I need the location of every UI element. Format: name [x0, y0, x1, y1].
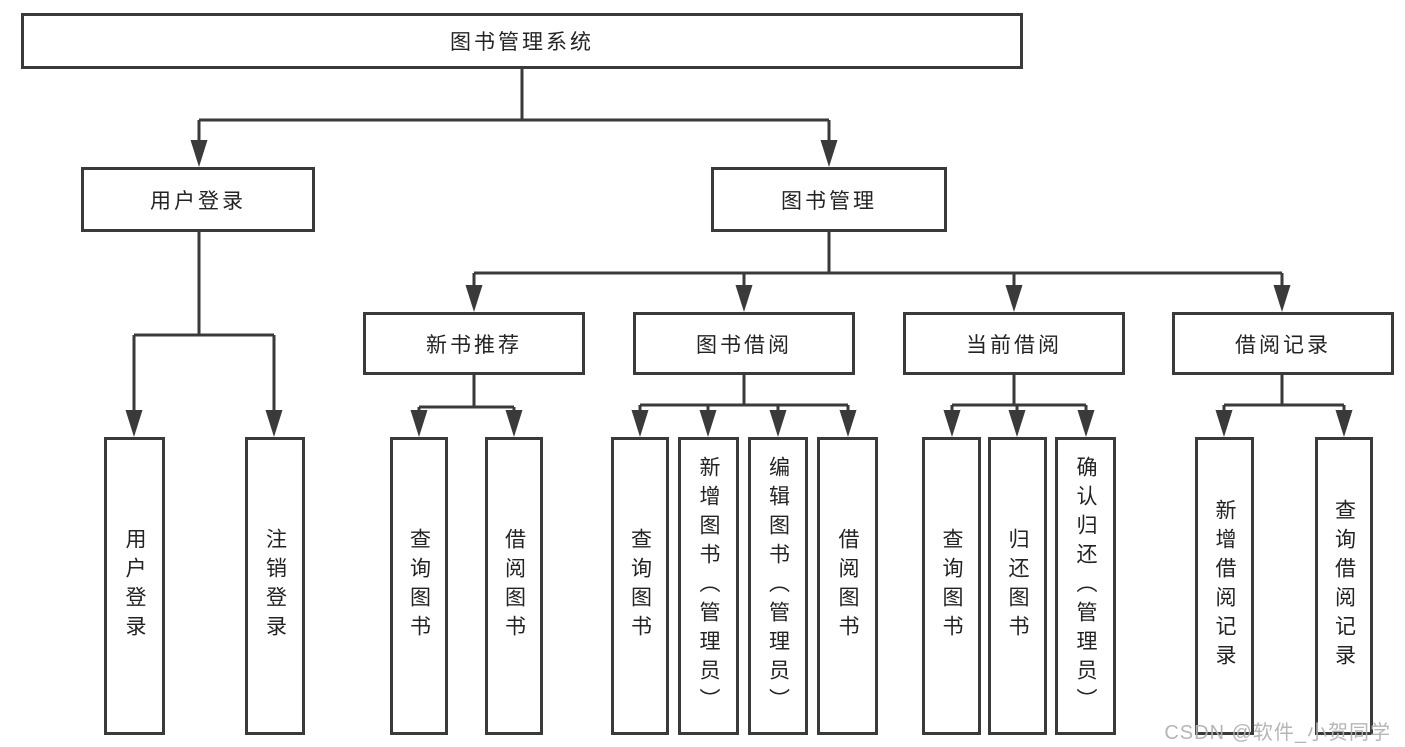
leaf-logout: 注销登录: [245, 437, 305, 735]
leaf-return-books: 归还图书: [988, 437, 1047, 735]
leaf-borrow-query-books: 查询图书: [611, 437, 669, 735]
node-current-borrow: 当前借阅: [903, 312, 1125, 375]
leaf-recommend-query-books-label: 查询图书: [407, 528, 431, 644]
connector-new-book-recommend-children: [410, 375, 523, 437]
node-book-management: 图书管理: [711, 167, 947, 232]
leaf-current-query-books-label: 查询图书: [940, 528, 963, 644]
leaf-add-borrow-record: 新增借阅记录: [1195, 437, 1254, 735]
leaf-return-books-label: 归还图书: [1006, 528, 1029, 644]
leaf-borrow-books-label: 借阅图书: [836, 528, 859, 644]
node-book-borrow: 图书借阅: [633, 312, 855, 375]
leaf-borrow-query-books-label: 查询图书: [628, 528, 652, 644]
leaf-borrow-books: 借阅图书: [817, 437, 878, 735]
leaf-query-borrow-record: 查询借阅记录: [1315, 437, 1373, 735]
node-borrow-records: 借阅记录: [1172, 312, 1394, 375]
connector-user-login-children: [125, 232, 283, 437]
leaf-logout-label: 注销登录: [263, 528, 287, 644]
leaf-user-login-label: 用户登录: [123, 528, 146, 644]
connector-current-borrow-children: [943, 375, 1095, 437]
leaf-add-books-admin: 新增图书（管理员）: [678, 437, 739, 735]
node-user-login: 用户登录: [81, 167, 315, 232]
leaf-confirm-return-admin-label: 确认归还（管理员）: [1074, 455, 1097, 717]
leaf-current-query-books: 查询图书: [922, 437, 981, 735]
leaf-edit-books-admin-label: 编辑图书（管理员）: [766, 455, 790, 717]
leaf-recommend-query-books: 查询图书: [390, 437, 448, 735]
leaf-confirm-return-admin: 确认归还（管理员）: [1055, 437, 1116, 735]
leaf-user-login: 用户登录: [104, 437, 165, 735]
leaf-edit-books-admin: 编辑图书（管理员）: [748, 437, 808, 735]
leaf-recommend-borrow-books: 借阅图书: [485, 437, 543, 735]
node-new-book-recommend: 新书推荐: [363, 312, 585, 375]
node-root-system: 图书管理系统: [21, 13, 1023, 69]
leaf-query-borrow-record-label: 查询借阅记录: [1332, 499, 1356, 673]
connector-book-borrow-children: [631, 375, 857, 437]
connector-borrow-records-children: [1215, 375, 1353, 437]
csdn-watermark: CSDN @软件_小贺同学: [1164, 722, 1391, 744]
connector-book-management-modules: [465, 232, 1291, 312]
leaf-add-borrow-record-label: 新增借阅记录: [1213, 499, 1236, 673]
leaf-add-books-admin-label: 新增图书（管理员）: [697, 455, 720, 717]
leaf-recommend-borrow-books-label: 借阅图书: [502, 528, 526, 644]
connector-root-to-level2: [190, 69, 838, 167]
